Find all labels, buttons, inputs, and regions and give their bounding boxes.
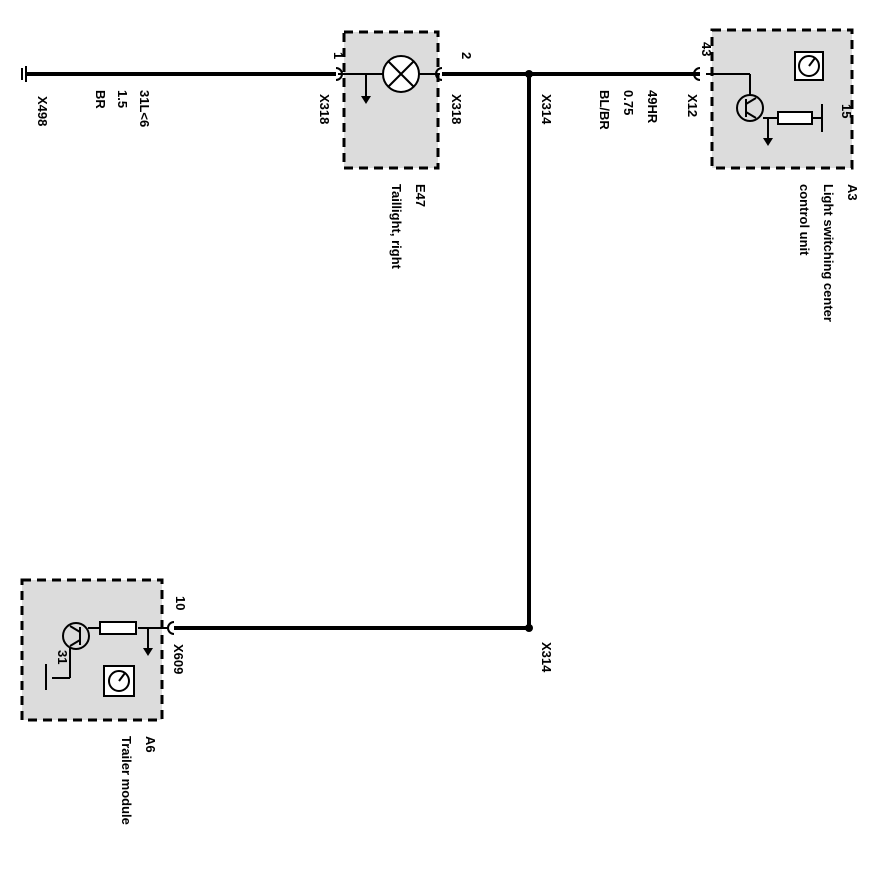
a6-name: Trailer module <box>119 736 134 825</box>
a6-id: A6 <box>143 736 158 753</box>
a3-ground-arrow-icon <box>763 118 773 146</box>
e47-conn-right: X318 <box>449 94 464 124</box>
e47-box <box>342 30 440 170</box>
a3-id: A3 <box>845 184 860 201</box>
a6-resistor-icon <box>99 621 137 635</box>
a6-transistor-icon <box>62 622 90 650</box>
splice-bottom-connector: X314 <box>539 642 554 673</box>
a3-pin-number: 43 <box>699 42 714 56</box>
a6-gauge-icon <box>103 665 135 697</box>
e47-pin-left-number: 1 <box>331 52 346 59</box>
a3-conn: X12 <box>685 94 700 117</box>
lamp-icon <box>382 55 420 93</box>
e47-name: Taillight, right <box>389 184 404 270</box>
a3-name-line1: Light switching center <box>821 184 836 322</box>
a6-conn: X609 <box>171 644 186 674</box>
wire-left-size: 1.5 <box>115 90 130 108</box>
a6-pin <box>167 621 175 635</box>
e47-id: E47 <box>413 184 428 207</box>
a3-internal-pin: 15 <box>839 104 854 118</box>
e47-conn-left: X318 <box>317 94 332 124</box>
a6-internal-pin: 31 <box>55 650 70 664</box>
a6-ground-arrow-icon <box>143 628 153 656</box>
e47-pin-right-number: 2 <box>459 52 474 59</box>
a3-pin <box>693 67 701 81</box>
wire-right-color: BL/BR <box>597 90 612 130</box>
ground-terminal <box>21 66 27 82</box>
wire-right-code: 49HR <box>645 90 660 124</box>
e47-ground-arrow-icon <box>361 74 371 104</box>
a6-box <box>20 578 164 722</box>
splice-top-connector: X314 <box>539 94 554 125</box>
wire-right-size: 0.75 <box>621 90 636 115</box>
resistor-icon <box>777 111 813 125</box>
a6-pin-number: 10 <box>173 596 188 610</box>
a3-gauge-icon <box>794 51 824 81</box>
ground-connector-label: X498 <box>35 96 50 126</box>
a3-box <box>710 28 854 170</box>
transistor-icon <box>736 94 764 122</box>
wire-left-code: 31L<6 <box>137 90 152 127</box>
splice-dot-top <box>525 70 533 78</box>
wire-left-color: BR <box>93 90 108 109</box>
a3-name-line2: control unit <box>797 184 812 256</box>
